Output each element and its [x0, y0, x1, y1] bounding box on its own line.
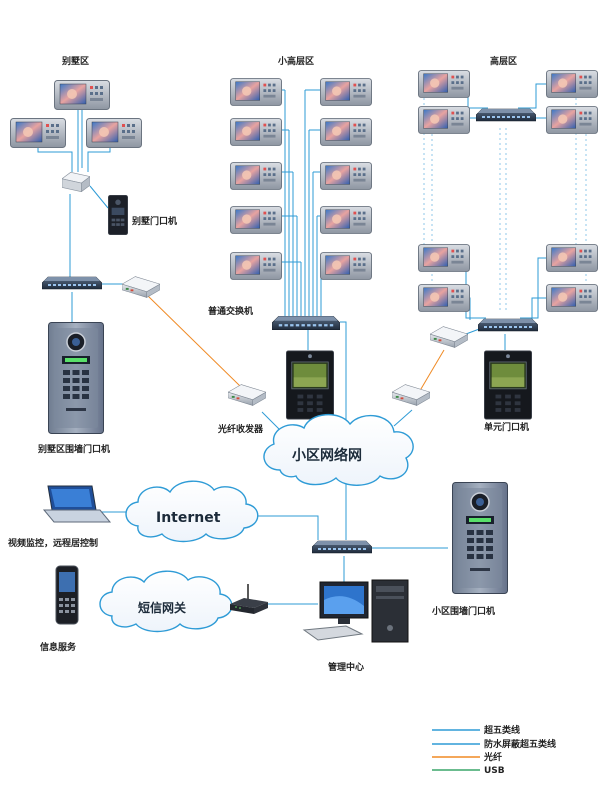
laptop-icon — [42, 485, 112, 523]
monitor-icon — [86, 118, 142, 148]
label-villa-wall-door: 别墅区围墙门口机 — [37, 443, 110, 455]
cloud-label-internet: Internet — [156, 510, 221, 526]
monitor-icon — [546, 284, 598, 312]
monitor-icon — [320, 162, 372, 190]
wifi-router-icon — [230, 584, 268, 614]
high-tx-cloud-line — [393, 409, 413, 427]
label-villa-door: 别墅门口机 — [131, 215, 177, 227]
desktop-pc-icon — [302, 579, 409, 643]
fiber-transceiver-icon — [122, 276, 160, 298]
monitor-icon — [320, 118, 372, 146]
legend-item: USB — [432, 766, 505, 776]
door-station-icon — [452, 482, 508, 594]
fiber-villa — [147, 295, 241, 387]
monitor-icon — [10, 118, 66, 148]
high-bot-line-3 — [520, 257, 548, 319]
fiber-high — [417, 349, 445, 395]
villa-line-right — [87, 145, 111, 172]
monitor-icon — [230, 118, 282, 146]
legend: 超五类线 防水屏蔽超五类线 光纤 USB — [432, 724, 556, 776]
hub-icon — [62, 172, 90, 192]
fiber-transceiver-icon — [430, 326, 468, 348]
legend-item: 防水屏蔽超五类线 — [432, 738, 556, 750]
monitor-icon — [546, 244, 598, 272]
fiber-transceiver-icon — [392, 384, 430, 406]
network-switch-icon — [272, 316, 340, 330]
internet-line — [250, 515, 319, 540]
monitor-icon — [320, 78, 372, 106]
monitor-icon — [230, 78, 282, 106]
legend-item: 光纤 — [432, 751, 502, 763]
cloud-internet: Internet — [125, 480, 259, 543]
monitor-icon — [418, 244, 470, 272]
villa-tx-cloud-line — [261, 411, 283, 433]
high-top-line-3 — [518, 83, 548, 109]
villa-line-door — [89, 185, 109, 209]
cloud-community-network: 小区网络网 — [263, 413, 414, 486]
cloud-sms-gateway: 短信网关 — [99, 570, 233, 633]
network-switch-icon — [42, 276, 102, 290]
label-video-remote: 视频监控，远程居控制 — [8, 537, 98, 549]
door-station-icon — [286, 350, 334, 420]
monitor-icon — [546, 106, 598, 134]
zone-title-high-rise: 高层区 — [490, 55, 517, 67]
legend-label: 光纤 — [483, 751, 502, 763]
legend-label: 防水屏蔽超五类线 — [484, 738, 556, 750]
monitor-icon — [546, 70, 598, 98]
legend-label: USB — [484, 766, 505, 776]
legend-label: 超五类线 — [483, 724, 520, 736]
network-switch-icon — [478, 318, 538, 332]
villa-line-left — [37, 145, 73, 172]
monitor-icon — [230, 206, 282, 234]
network-switch-icon — [312, 540, 372, 554]
monitor-icon — [54, 80, 110, 110]
monitor-icon — [418, 106, 470, 134]
door-station-icon — [484, 350, 532, 420]
network-switch-icon — [476, 108, 536, 122]
door-station-icon — [48, 322, 104, 434]
monitor-icon — [320, 252, 372, 280]
monitor-icon — [230, 162, 282, 190]
monitor-icon — [320, 206, 372, 234]
mid-rise-bus — [272, 89, 322, 318]
monitor-icon — [230, 252, 282, 280]
zone-title-villa: 别墅区 — [61, 55, 89, 67]
high-bot-line-4 — [531, 297, 548, 320]
label-info-service: 信息服务 — [40, 641, 77, 653]
label-unit-door: 单元门口机 — [484, 421, 529, 433]
label-management: 管理中心 — [328, 661, 364, 673]
mid-line-cloud — [340, 321, 347, 420]
mobile-phone-icon — [55, 565, 79, 625]
monitor-icon — [418, 70, 470, 98]
cloud-label-sms: 短信网关 — [138, 600, 186, 615]
label-fiber-transceiver: 光纤收发器 — [217, 423, 264, 435]
cloud-label-community: 小区网络网 — [292, 447, 362, 464]
fiber-transceiver-icon — [228, 384, 266, 406]
wiring — [37, 83, 548, 605]
villa-door-station-icon — [108, 194, 128, 236]
zone-title-mid-rise: 小高层区 — [277, 55, 314, 67]
label-switch: 普通交换机 — [208, 305, 253, 317]
legend-item: 超五类线 — [432, 724, 520, 736]
fiber-links — [147, 295, 445, 395]
label-community-wall-door: 小区围墙门口机 — [431, 605, 495, 617]
monitor-icon — [418, 284, 470, 312]
